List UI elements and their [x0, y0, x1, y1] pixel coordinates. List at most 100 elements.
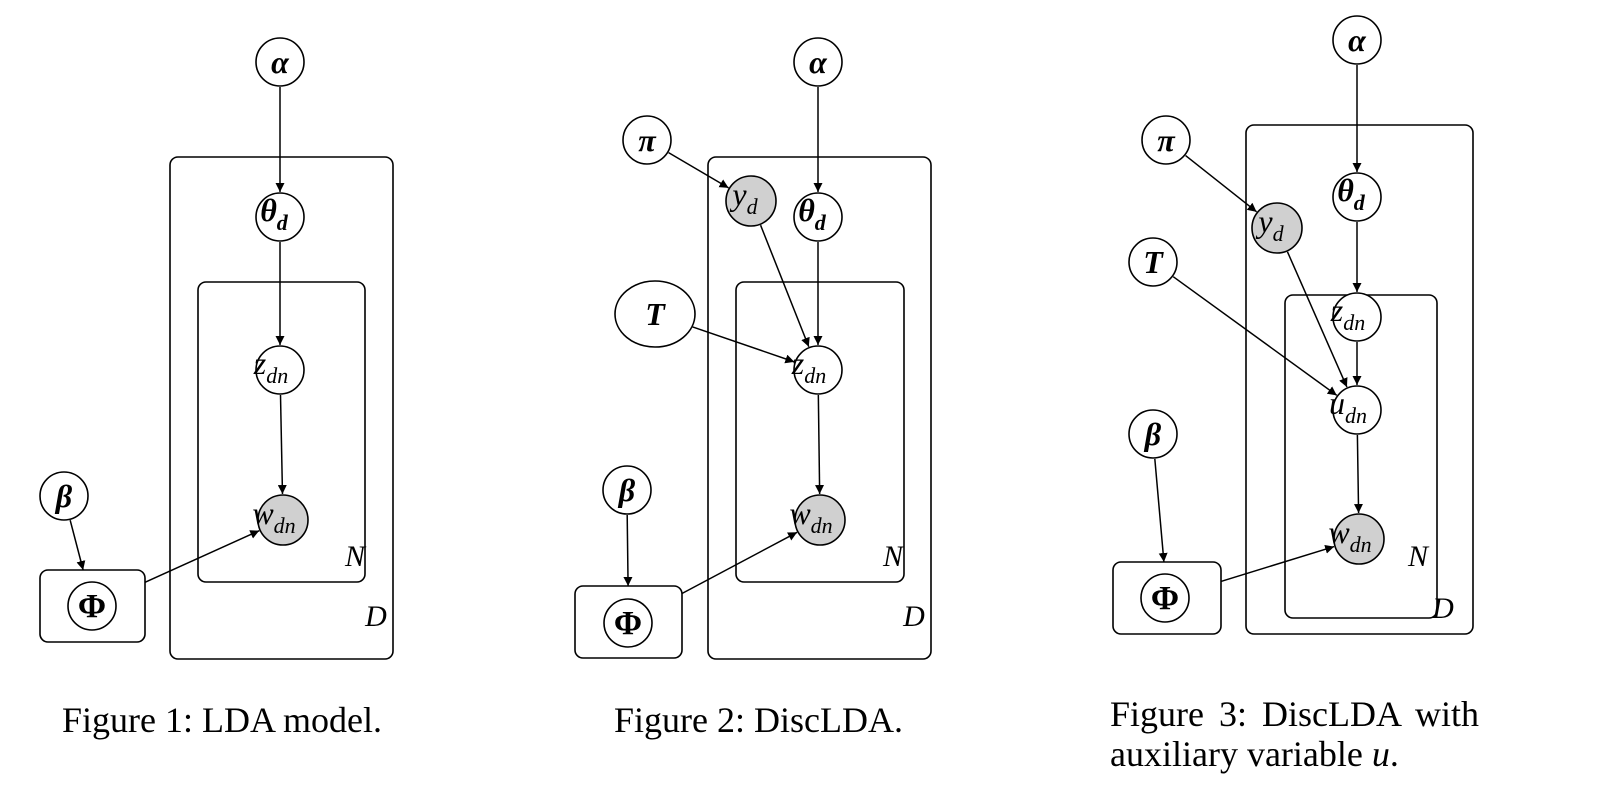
- figure-1-caption: Figure 1: LDA model.: [62, 700, 382, 740]
- fig3-node-theta-circle: [1332, 172, 1382, 222]
- fig2-node-y: yd: [725, 175, 777, 227]
- fig2-node-Phi-symbol: Φ: [614, 605, 642, 642]
- fig1-node-z-subscript: dn: [266, 363, 288, 388]
- fig3-node-theta-symbol: θ: [1337, 172, 1354, 208]
- fig2-node-pi-symbol: π: [638, 122, 657, 158]
- fig3-node-y-circle: [1251, 202, 1303, 254]
- fig3-node-alpha-symbol: α: [1348, 22, 1367, 58]
- figure-3-caption-period: .: [1389, 734, 1399, 774]
- fig3-node-y-subscript: d: [1273, 221, 1285, 246]
- fig3-node-u-label: udn: [1329, 385, 1367, 428]
- fig1-node-alpha-label: α: [271, 44, 290, 80]
- fig3-node-T-symbol: T: [1143, 244, 1164, 280]
- fig3-node-Phi-circle: [1140, 573, 1190, 623]
- fig3-node-beta-symbol: β: [1144, 416, 1162, 452]
- fig2-node-theta-symbol: θ: [798, 192, 815, 228]
- fig2-node-beta-symbol: β: [618, 472, 636, 508]
- fig2-edge-y-to-z: [759, 224, 810, 348]
- figure-3-caption-line-2: auxiliary variable u.: [1110, 734, 1479, 774]
- fig1-node-z: zdn: [253, 345, 305, 395]
- fig2-node-T-ellipse: [614, 280, 696, 348]
- fig2-node-pi: π: [622, 115, 672, 165]
- fig1-plate-d: [169, 156, 394, 660]
- fig1-node-w-symbol: w: [252, 495, 274, 531]
- fig3-node-beta-label: β: [1144, 416, 1162, 452]
- fig2-node-y-circle: [725, 175, 777, 227]
- fig3-node-Phi: Φ: [1112, 561, 1222, 635]
- fig3-node-w-symbol: w: [1328, 514, 1350, 550]
- fig2-edge-z-to-w: [815, 394, 825, 495]
- fig1-node-Phi-circle: [67, 581, 117, 631]
- fig3-node-beta-circle: [1128, 409, 1178, 459]
- fig3-plate-label-d: D: [1431, 592, 1454, 625]
- fig1-node-w-circle: [257, 494, 309, 546]
- fig3-node-alpha-label: α: [1348, 22, 1367, 58]
- figure-3-caption-variable: u: [1371, 734, 1390, 774]
- fig2-node-beta-circle: [602, 465, 652, 515]
- fig2-node-y-symbol: y: [729, 176, 747, 212]
- fig1-node-z-circle: [255, 345, 305, 395]
- fig3-node-pi-symbol: π: [1157, 122, 1176, 158]
- fig2-node-beta-label: β: [618, 472, 636, 508]
- fig2-node-theta-label: θd: [798, 192, 827, 235]
- fig3-node-z-subscript: dn: [1343, 310, 1365, 335]
- fig3-node-theta-subscript: d: [1354, 190, 1366, 215]
- fig3-node-theta: θd: [1332, 172, 1382, 222]
- fig3-node-pi: π: [1141, 115, 1191, 165]
- fig1-node-w: wdn: [252, 494, 309, 546]
- fig2-node-alpha-symbol: α: [809, 44, 828, 80]
- fig2-node-w: wdn: [789, 494, 846, 546]
- fig1-edge-z-to-w: [277, 394, 287, 495]
- fig2-node-theta-circle: [793, 192, 843, 242]
- fig2-node-pi-label: π: [638, 122, 657, 158]
- fig2-node-y-label: yd: [729, 176, 758, 219]
- fig3-plate-label-n: N: [1407, 540, 1430, 573]
- fig2-node-Phi-label: Φ: [614, 605, 642, 642]
- fig3-node-alpha: α: [1332, 15, 1382, 65]
- fig2-node-z-circle: [793, 345, 843, 395]
- fig2-node-theta: θd: [793, 192, 843, 242]
- fig2-node-w-symbol: w: [789, 495, 811, 531]
- fig3-node-w-circle: [1333, 513, 1385, 565]
- fig2-node-Phi: Φ: [574, 585, 683, 659]
- fig2-node-T-symbol: T: [645, 296, 666, 332]
- fig3-node-alpha-circle: [1332, 15, 1382, 65]
- fig3-edge-beta-to-Phi: [1154, 458, 1168, 563]
- fig3-node-y-label: yd: [1255, 203, 1284, 246]
- fig2-node-beta: β: [602, 465, 652, 515]
- fig3-node-z-label: zdn: [1330, 292, 1365, 335]
- fig2-plate-n: [735, 281, 905, 583]
- fig2-node-alpha: α: [793, 37, 843, 87]
- fig3-node-z-symbol: z: [1330, 292, 1344, 328]
- fig1-edge-beta-to-Phi: [69, 520, 86, 571]
- fig2-node-T-label: T: [645, 296, 666, 332]
- fig1-node-Phi-label: Φ: [78, 588, 106, 625]
- fig1-plate-n: [197, 281, 366, 583]
- fig2-node-z: zdn: [791, 345, 843, 395]
- fig2-node-y-subscript: d: [747, 194, 759, 219]
- fig3-node-T-label: T: [1143, 244, 1164, 280]
- fig2-plate-label-d: D: [902, 600, 925, 633]
- fig1-node-alpha-circle: [255, 37, 305, 87]
- fig3-node-w: wdn: [1328, 513, 1385, 565]
- fig1-node-z-label: zdn: [253, 345, 288, 388]
- fig1-node-beta-symbol: β: [55, 478, 73, 514]
- fig3-node-T: T: [1128, 237, 1178, 287]
- fig2-node-T: T: [614, 280, 696, 348]
- fig1-node-z-symbol: z: [253, 345, 267, 381]
- fig3-plate-d: [1245, 124, 1474, 635]
- fig1-node-theta-circle: [255, 192, 305, 242]
- fig3-node-Phi-label: Φ: [1151, 580, 1179, 617]
- fig1-node-beta: β: [39, 471, 89, 521]
- fig3-node-y: yd: [1251, 202, 1303, 254]
- fig1-node-Phi: Φ: [39, 569, 146, 643]
- figure-3-caption-text: auxiliary variable: [1110, 734, 1372, 774]
- fig2-node-pi-circle: [622, 115, 672, 165]
- fig1-node-theta-symbol: θ: [260, 192, 277, 228]
- fig3-node-w-label: wdn: [1328, 514, 1371, 557]
- figure-3-caption: Figure 3: DiscLDA with auxiliary variabl…: [1110, 694, 1479, 774]
- fig1-node-theta: θd: [255, 192, 305, 242]
- fig2-node-z-symbol: z: [791, 345, 805, 381]
- fig1-node-alpha-symbol: α: [271, 44, 290, 80]
- fig2-edge-pi-to-y: [668, 152, 729, 189]
